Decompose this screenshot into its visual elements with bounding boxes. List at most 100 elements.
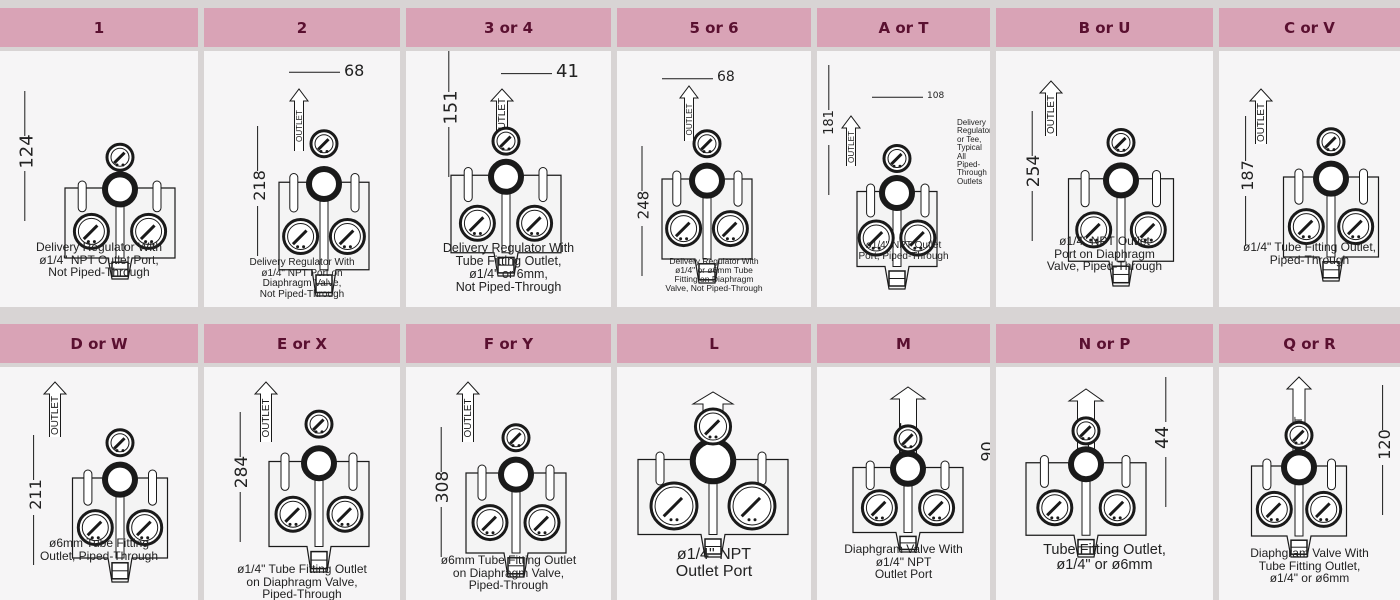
caption-line: ø6mm Tube Fitting Outlet: [440, 553, 577, 567]
regulator-drawing: [1282, 160, 1380, 282]
option-header: 1: [0, 8, 198, 47]
regulator-diagram: OUTLET: [641, 78, 753, 284]
caption-line: Piped-Through: [262, 587, 342, 600]
pressure-gauge-icon: [282, 218, 320, 255]
dimension-label: 68: [344, 61, 365, 80]
option-header: M: [817, 324, 990, 363]
outlet-arrow-icon: OUTLET: [1248, 88, 1274, 144]
delivery-gauge-icon: [105, 142, 135, 172]
pressure-gauge-icon: [130, 212, 168, 250]
outlet-label: OUTLET: [685, 103, 694, 135]
option-panel: OUTLET44Tube Fitting Outlet,ø1/4" or ø6m…: [996, 367, 1213, 600]
callout-note-line: Piped-: [957, 159, 981, 169]
callout-note-line: Delivery: [957, 118, 986, 127]
pressure-gauge-icon: [727, 481, 777, 531]
pressure-gauge-icon: [665, 210, 703, 248]
regulator-drawing: [1067, 162, 1175, 287]
pressure-gauge-icon: [126, 509, 164, 547]
pressure-gauge-icon: [1305, 490, 1343, 528]
caption-line: Tube Fitting Outlet,: [455, 254, 562, 269]
outlet-arrow-icon: OUTLET: [841, 115, 861, 166]
regulator-drawing: [1250, 449, 1348, 558]
caption-line: ø1/4" or ø6mm: [1056, 557, 1153, 574]
pressure-gauge-icon: [76, 509, 114, 547]
pressure-gauge-icon: [1337, 208, 1375, 246]
caption-line: ø1/4" NPT Outlet Port,: [39, 252, 159, 267]
delivery-gauge-icon: [893, 424, 923, 454]
delivery-gauge-icon: [1071, 416, 1101, 446]
delivery-gauge-icon: [309, 129, 339, 159]
caption-line: Outlet, Piped-Through: [39, 548, 159, 563]
caption-line: Valve, Not Piped-Through: [665, 282, 763, 293]
regulator-drawing: [465, 456, 567, 578]
regulator-diagram: OUTLET: [852, 386, 964, 553]
outlet-label: OUTLET: [1256, 103, 1267, 142]
regulator-diagram: OUTLET: [257, 71, 370, 297]
regulator-diagram: OUTLET: [239, 381, 370, 573]
outlet-arrow-icon: OUTLET: [455, 381, 481, 442]
dimension-label: 218: [249, 170, 269, 201]
pressure-gauge-icon: [1255, 490, 1293, 528]
dimension-label: 211: [25, 479, 45, 510]
caption-line: Outlet Port: [675, 562, 753, 580]
regulator-diagram: OUTLET: [448, 51, 562, 277]
caption-line: ø1/4" NPT Outlet: [865, 240, 942, 251]
outlet-label: OUTLET: [463, 399, 474, 438]
caption-line: Piped-Through: [1269, 252, 1350, 267]
dimension-label: 41: [556, 61, 579, 82]
dimension-label: 124: [16, 134, 38, 169]
pressure-gauge-icon: [1036, 489, 1074, 527]
caption-line: Tube Fitting Outlet,: [1258, 558, 1361, 573]
caption-line: Outlet Port: [874, 567, 933, 582]
dimension-label: 108: [927, 91, 945, 101]
pressure-gauge-icon: [516, 204, 554, 242]
caption-line: Not Piped-Through: [48, 265, 150, 280]
option-header: 2: [204, 8, 400, 47]
caption-line: Port on Diaphragm: [1054, 246, 1155, 261]
caption-line: on Diaphragm Valve,: [246, 574, 358, 589]
caption-line: Diaphgram Valve With: [1250, 546, 1369, 560]
option-header: C or V: [1219, 8, 1400, 47]
regulator-drawing: [268, 445, 370, 573]
dimension-label: 308: [433, 470, 454, 504]
pressure-gauge-icon: [326, 495, 364, 533]
pressure-gauge-icon: [72, 212, 110, 250]
dimension-label: 187: [1237, 160, 1257, 191]
caption-line: Not Piped-Through: [455, 280, 562, 295]
pressure-gauge-icon: [1075, 211, 1113, 249]
pressure-gauge-icon: [918, 489, 956, 527]
option-header: N or P: [996, 324, 1213, 363]
caption-line: Delivery Regulator With: [35, 240, 163, 254]
outlet-arrow-icon: OUTLET: [1038, 80, 1064, 136]
option-header: L: [617, 324, 811, 363]
callout-note-line: Outlets: [957, 176, 983, 186]
callout-note-line: Typical: [957, 143, 982, 153]
pressure-gauge-icon: [1098, 489, 1136, 527]
outlet-arrow-icon: OUTLET: [253, 381, 279, 442]
delivery-gauge-icon: [1316, 127, 1346, 157]
option-caption: Tube Fitting Outlet,ø1/4" or ø6mm: [996, 542, 1213, 574]
outlet-arrow-icon: OUTLET: [489, 88, 515, 137]
pressure-gauge-icon: [523, 504, 561, 542]
regulator-diagram: OUTLET: [1025, 377, 1167, 558]
caption-line: ø1/4" NPT Port on: [261, 267, 343, 279]
regulator-drawing: [661, 162, 753, 284]
delivery-gauge-icon: [1106, 127, 1136, 157]
regulator-diagram: OUTLET: [440, 381, 567, 578]
regulator-drawing: [64, 171, 176, 280]
caption-line: Piped-Through: [468, 578, 549, 593]
callout-note-line: All: [957, 151, 966, 161]
regulator-diagram: OUTLET: [828, 65, 938, 290]
outlet-label: OUTLET: [50, 396, 61, 435]
